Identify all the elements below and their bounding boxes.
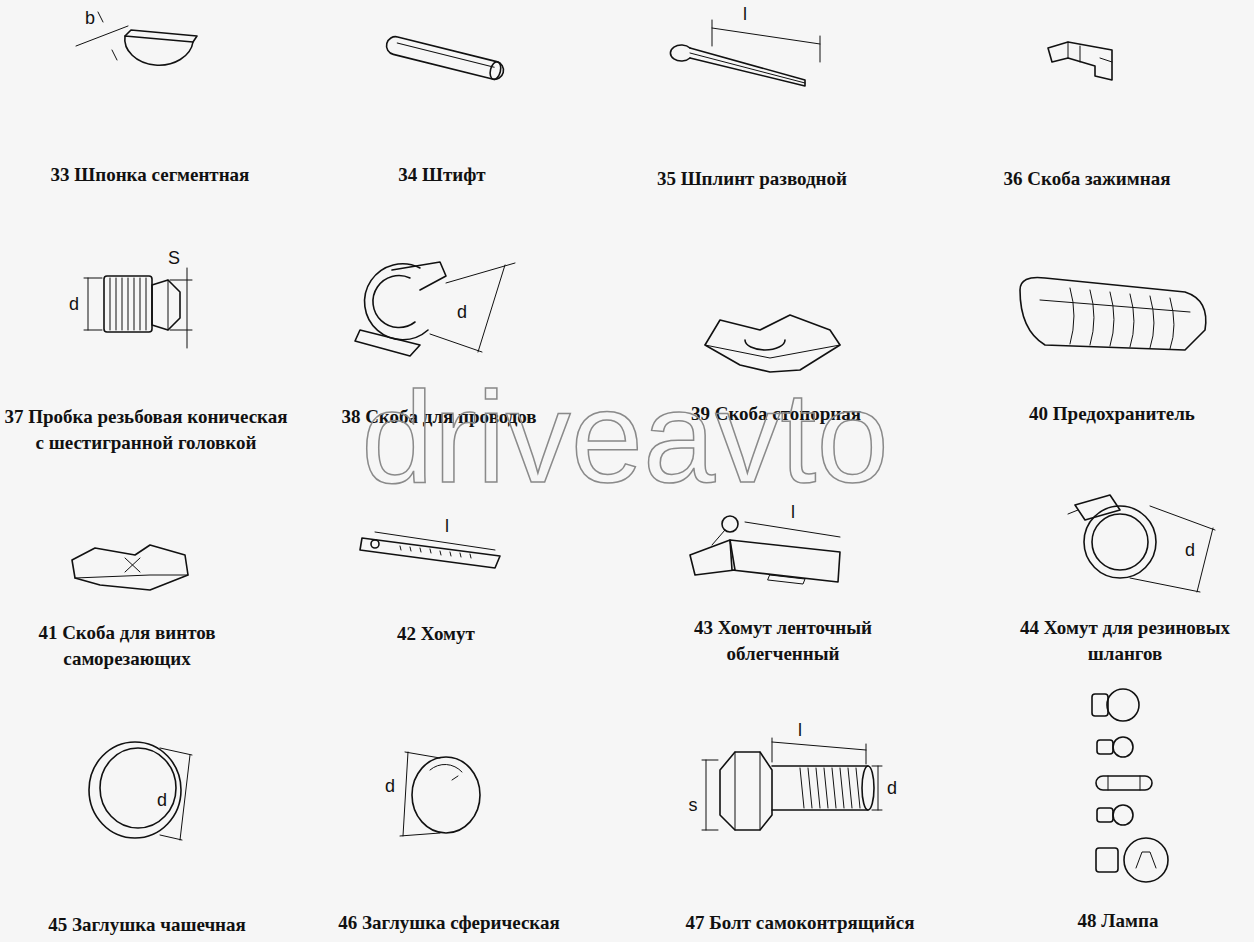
threaded-plug bbox=[84, 268, 192, 348]
watermark: driveavto bbox=[361, 372, 889, 502]
cable-tie bbox=[360, 532, 500, 568]
dimension-label: d bbox=[69, 295, 79, 313]
dimension-label: s bbox=[689, 796, 698, 814]
dimension-label: d bbox=[385, 777, 395, 795]
self-locking-bolt bbox=[702, 738, 882, 830]
hose-clamp bbox=[1068, 495, 1215, 592]
part-caption: 34 Штифт bbox=[332, 162, 552, 188]
lamps bbox=[1092, 689, 1168, 882]
dimension-label: d bbox=[457, 303, 467, 321]
dimension-label: d bbox=[887, 779, 897, 797]
part-caption: 45 Заглушка чашечная bbox=[17, 912, 277, 938]
wire-clip bbox=[355, 262, 515, 356]
part-caption: 42 Хомут bbox=[336, 621, 536, 647]
band-clamp bbox=[690, 516, 840, 584]
part-caption: 37 Пробка резьбовая коническая с шестигр… bbox=[4, 404, 288, 456]
screw-clip bbox=[72, 545, 188, 590]
part-caption: 44 Хомут для резиновых шлангов bbox=[1003, 615, 1248, 667]
fuse bbox=[1020, 278, 1206, 351]
dimension-label: d bbox=[1185, 541, 1195, 559]
spherical-plug bbox=[400, 752, 480, 836]
cotter-pin bbox=[670, 20, 820, 86]
part-caption: 46 Заглушка сферическая bbox=[309, 910, 589, 936]
part-caption: 43 Хомут ленточный облегченный bbox=[668, 615, 898, 667]
lock-clip bbox=[705, 315, 840, 372]
clamp-clip bbox=[1048, 42, 1112, 80]
part-caption: 41 Скоба для винтов саморезающих bbox=[12, 620, 242, 672]
dimension-label: d bbox=[157, 791, 167, 809]
part-caption: 48 Лампа bbox=[1018, 908, 1218, 934]
dimension-label: l bbox=[791, 503, 795, 521]
dimension-label: l bbox=[743, 5, 747, 23]
part-caption: 35 Шплинт разводной bbox=[612, 166, 892, 192]
part-caption: 33 Шпонка сегментная bbox=[10, 162, 290, 188]
dimension-label: b bbox=[85, 9, 95, 27]
dimension-label: S bbox=[168, 249, 180, 267]
dimension-label: l bbox=[445, 517, 449, 535]
cup-plug bbox=[89, 742, 192, 840]
part-caption: 40 Предохранитель bbox=[992, 401, 1232, 427]
part-caption: 36 Скоба зажимная bbox=[957, 166, 1217, 192]
pin bbox=[385, 35, 506, 81]
dimension-label: l bbox=[798, 721, 802, 739]
part-caption: 47 Болт самоконтрящийся bbox=[650, 910, 950, 936]
